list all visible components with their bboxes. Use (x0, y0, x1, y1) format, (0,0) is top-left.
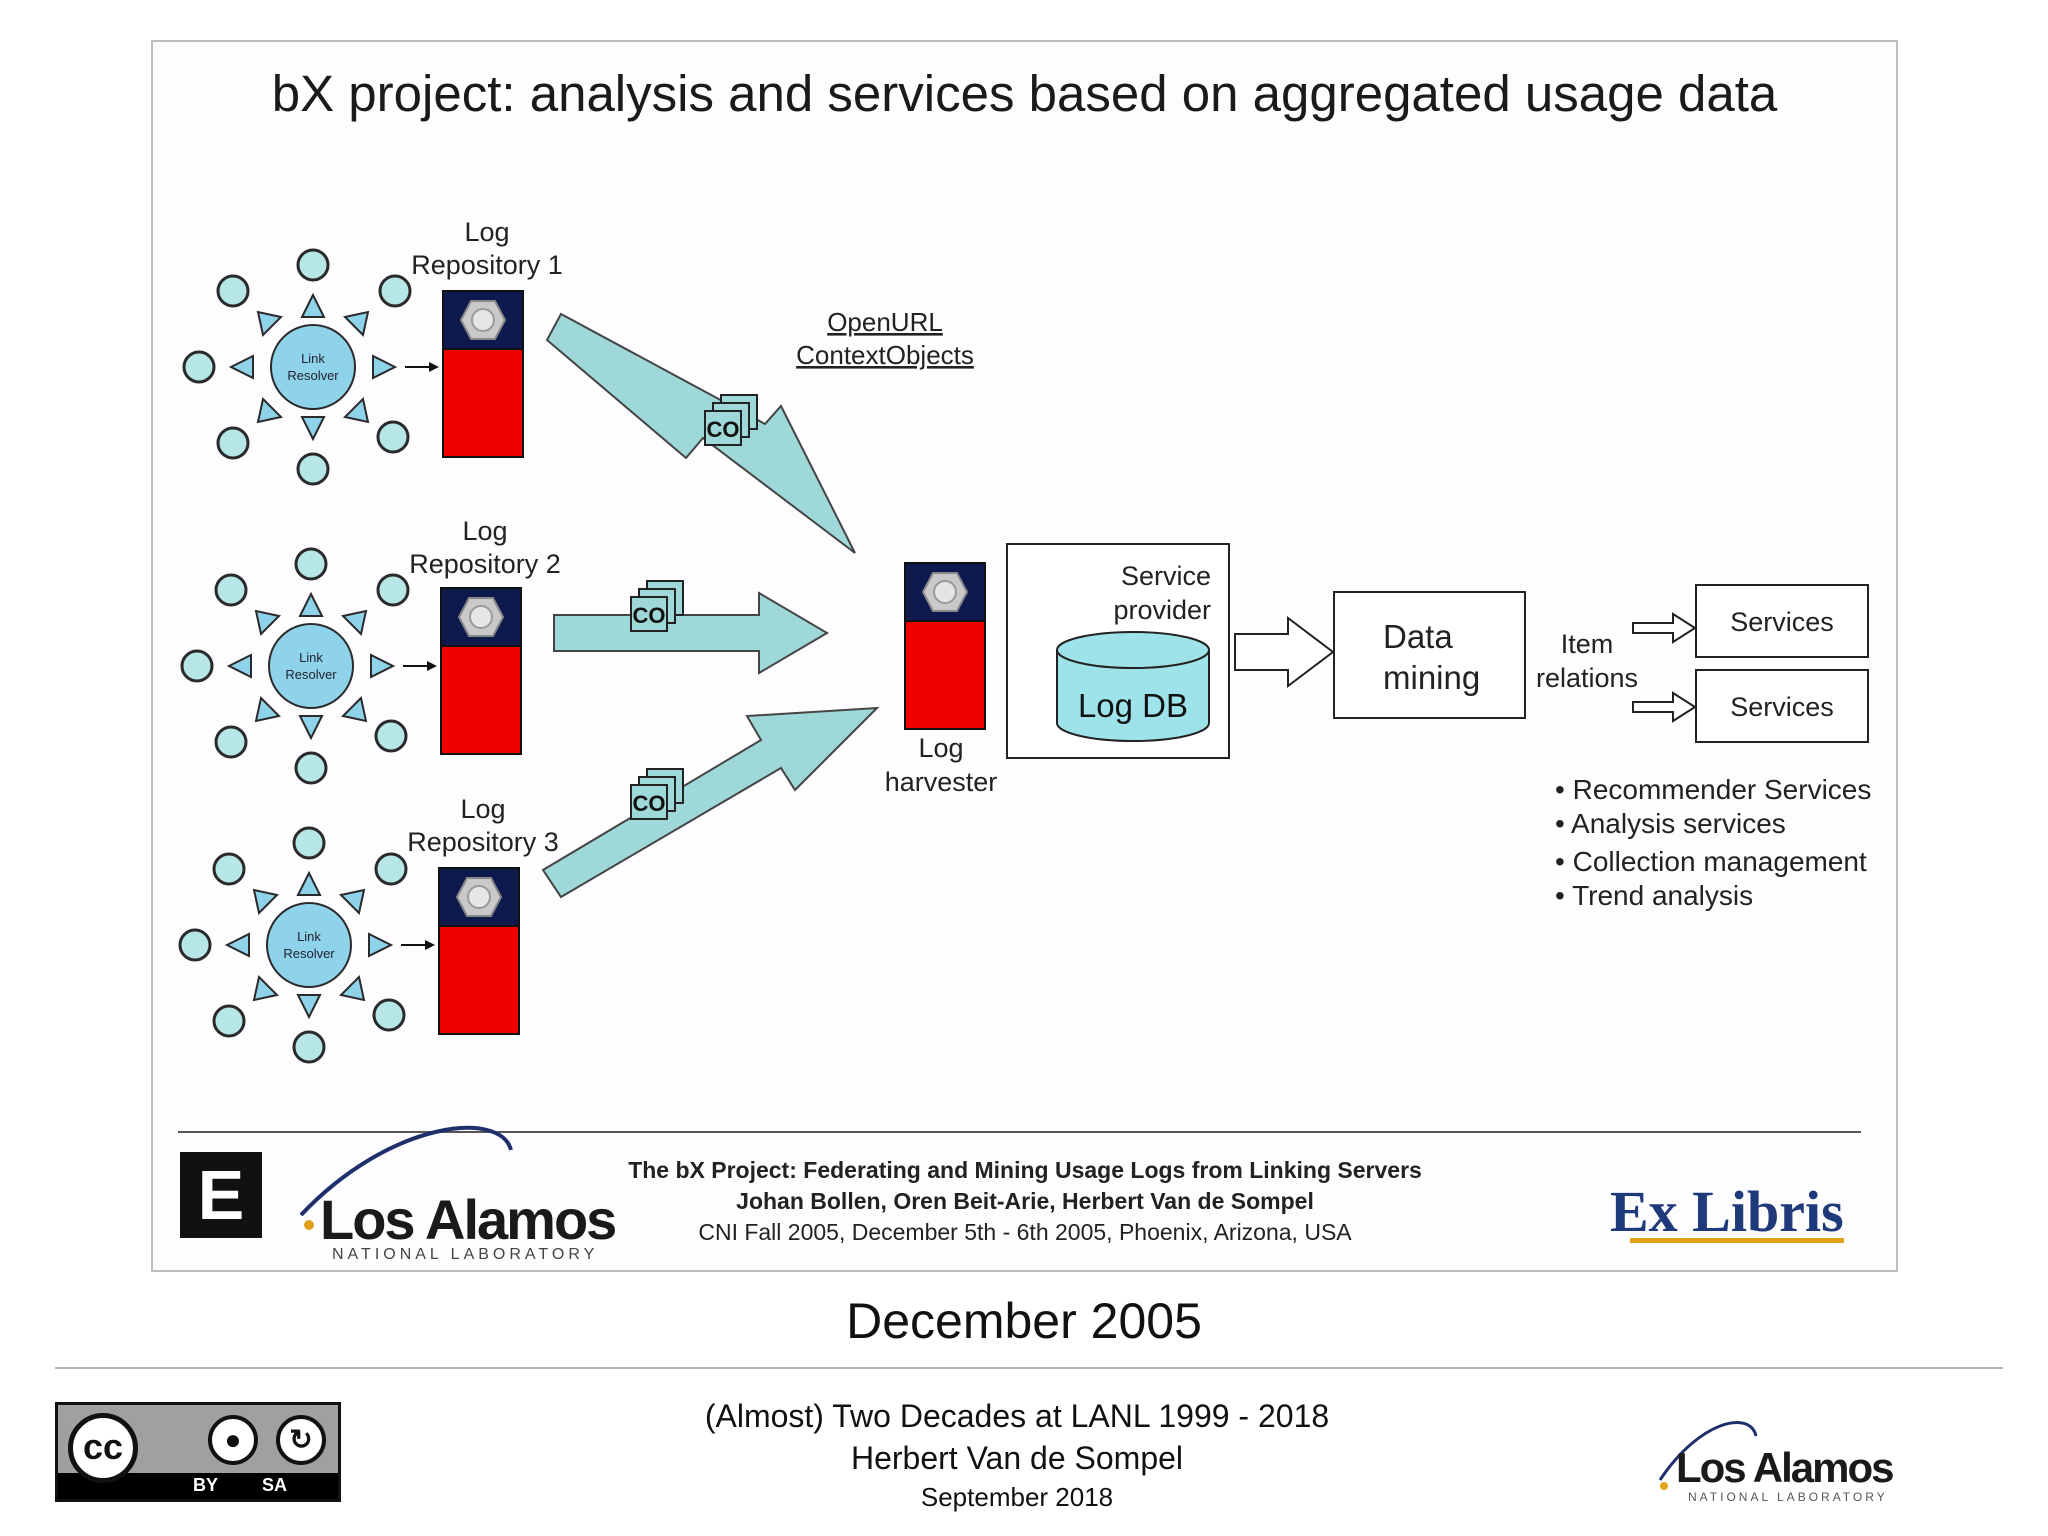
repository-1-label: Log (464, 217, 509, 247)
lanl-footer-word: Los Alamos (1676, 1444, 1894, 1491)
service-provider-box: Service provider Log DB (1006, 543, 1230, 759)
services-box-1: Services (1695, 584, 1869, 658)
link-resolver-1: Link Resolver (182, 248, 441, 486)
lanl-swoosh (299, 1125, 513, 1217)
arrow-to-services-2 (1632, 691, 1697, 723)
slide-title: bX project: analysis and services based … (271, 65, 1778, 122)
item-relations-label: Item (1561, 629, 1614, 659)
data-mining-box: Data mining (1333, 591, 1526, 719)
openurl-label: OpenURL (827, 307, 943, 337)
lanl-logo-word: Los Alamos (320, 1188, 617, 1251)
service-provider-label: Service (1121, 561, 1211, 591)
bullet-item: • Trend analysis (1555, 880, 1754, 911)
link-resolver-2-label: Link (299, 650, 323, 665)
co-label-3: CO (633, 791, 666, 816)
service-provider-label-2: provider (1113, 595, 1211, 625)
lanl-dot (304, 1220, 314, 1230)
log-repository-1: Log Repository 1 (411, 217, 563, 458)
bullet-item: • Collection management (1555, 846, 1867, 877)
context-object-stack-3: CO (630, 768, 684, 820)
repository-2-label: Log (462, 516, 507, 546)
arrow-repo1-to-harvester (545, 312, 856, 554)
item-relations-label-2: relations (1536, 663, 1638, 693)
log-db-cylinder: Log DB (1056, 631, 1210, 742)
attribution-person-icon: ● (208, 1415, 258, 1465)
cc-sa-label: SA (262, 1475, 288, 1495)
citation-block: The bX Project: Federating and Mining Us… (550, 1155, 1500, 1248)
lanl-logo: Los Alamos NATIONAL LABORATORY (272, 1135, 622, 1265)
link-resolver-2-label-2: Resolver (285, 667, 337, 682)
log-db-label: Log DB (1078, 687, 1188, 724)
services-1-label: Services (1730, 607, 1834, 637)
cc-by-label: BY (193, 1475, 219, 1495)
exlibris-logo: Ex Libris (1610, 1178, 1844, 1245)
footer-author: Herbert Van de Sompel (850, 1440, 1184, 1476)
period-caption: December 2005 (846, 1293, 1202, 1349)
co-label-1: CO (707, 417, 740, 442)
contextobjects-label: ContextObjects (796, 340, 974, 370)
harvester-label-2: harvester (885, 767, 998, 797)
link-resolver-2: Link Resolver (180, 547, 439, 785)
cc-icon: cc (68, 1413, 138, 1483)
share-alike-icon: ↻ (276, 1415, 326, 1465)
log-harvester: Log harvester (885, 562, 998, 797)
arrow-to-data-mining (1234, 615, 1335, 689)
log-repository-3: Log Repository 3 (407, 794, 559, 1035)
arrow-to-services-1 (1632, 612, 1697, 644)
footer-text: (Almost) Two Decades at LANL 1999 - 2018… (0, 1395, 2034, 1515)
arrow-repo2-to-harvester (553, 591, 829, 675)
link-resolver-3-label-2: Resolver (283, 946, 335, 961)
data-mining-label-2: mining (1383, 659, 1480, 696)
link-resolver-1-label-2: Resolver (287, 368, 339, 383)
context-object-stack-1: CO (704, 394, 758, 446)
footer-title: (Almost) Two Decades at LANL 1999 - 2018 (704, 1398, 1330, 1434)
bullet-item: • Analysis services (1555, 808, 1786, 839)
footer-date: September 2018 (920, 1482, 1114, 1512)
context-object-stack-2: CO (630, 580, 684, 632)
lanl-footer-sub: NATIONAL LABORATORY (1688, 1490, 1888, 1504)
bullet-item: • Recommender Services (1555, 774, 1872, 805)
exlibris-logo-text: Ex Libris (1610, 1179, 1844, 1244)
e-logo: E (180, 1152, 262, 1238)
cc-by-sa-badge: cc ● ↻ BY SA (55, 1402, 341, 1502)
citation-venue: CNI Fall 2005, December 5th - 6th 2005, … (698, 1219, 1352, 1245)
link-resolver-3-label: Link (297, 929, 321, 944)
services-bullet-list: • Recommender Services • Analysis servic… (1555, 773, 1871, 913)
co-label-2: CO (633, 603, 666, 628)
lanl-logo-sub: NATIONAL LABORATORY (332, 1246, 599, 1263)
repository-2-label-2: Repository 2 (409, 549, 561, 579)
arrow-repo3-to-harvester (541, 706, 880, 899)
link-resolver-1-label: Link (301, 351, 325, 366)
citation-title: The bX Project: Federating and Mining Us… (628, 1157, 1422, 1183)
repository-3-label-2: Repository 3 (407, 827, 559, 857)
repository-1-label-2: Repository 1 (411, 250, 563, 280)
lanl-footer-swoosh (1658, 1421, 1758, 1490)
log-repository-2: Log Repository 2 (409, 516, 561, 755)
data-mining-label: Data (1383, 618, 1453, 655)
harvester-label: Log (918, 733, 963, 763)
link-resolver-3: Link Resolver (178, 826, 437, 1064)
lanl-logo-footer: Los Alamos NATIONAL LABORATORY (1640, 1400, 1920, 1510)
exlibris-underline (1630, 1238, 1844, 1243)
footer-divider (55, 1367, 2003, 1369)
services-box-2: Services (1695, 669, 1869, 743)
repository-3-label: Log (460, 794, 505, 824)
citation-authors: Johan Bollen, Oren Beit-Arie, Herbert Va… (736, 1188, 1314, 1214)
services-2-label: Services (1730, 692, 1834, 722)
bx-architecture-diagram: Link Resolver Link Resolver Link Resolve… (178, 217, 1869, 1230)
